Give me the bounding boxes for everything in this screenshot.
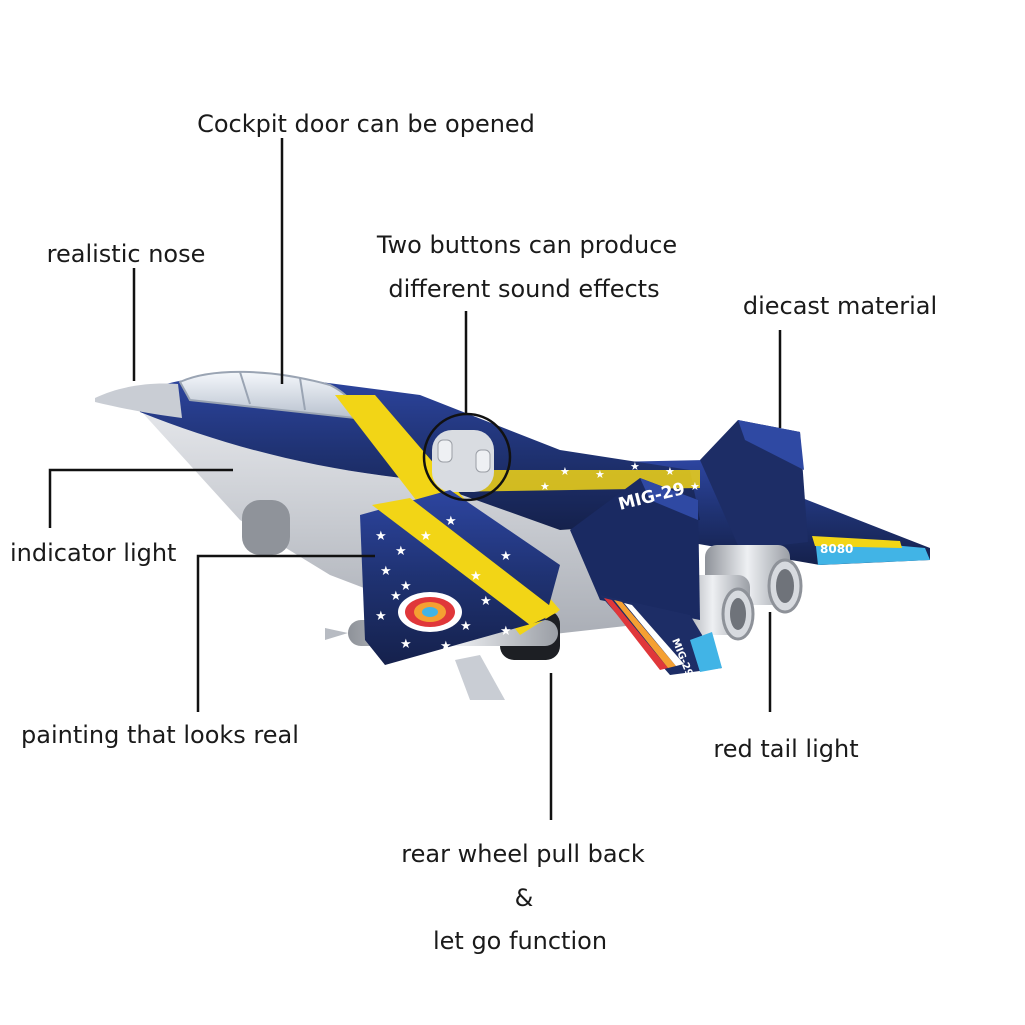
svg-text:★: ★ <box>400 579 412 594</box>
roundel <box>398 592 462 632</box>
engine-nozzles <box>675 545 803 641</box>
left-wing: ★★★ ★★★ ★★★ ★★★ ★★★ <box>360 490 560 665</box>
svg-text:★: ★ <box>440 639 452 654</box>
svg-text:★: ★ <box>630 460 640 473</box>
front-vertical-fin: MIG-29 <box>570 478 700 620</box>
svg-text:★: ★ <box>380 564 392 579</box>
svg-text:★: ★ <box>470 569 482 584</box>
svg-text:★: ★ <box>400 637 412 652</box>
label-indicator: indicator light <box>10 539 177 567</box>
label-pullback-line2: & <box>514 884 534 912</box>
svg-text:★: ★ <box>540 480 550 493</box>
svg-text:★: ★ <box>375 529 387 544</box>
label-painting: painting that looks real <box>21 721 299 749</box>
label-tail-light: red tail light <box>713 735 859 763</box>
svg-text:★: ★ <box>665 465 675 478</box>
svg-text:★: ★ <box>595 468 605 481</box>
rear-vertical-fin <box>700 420 808 550</box>
svg-text:★: ★ <box>460 619 472 634</box>
label-buttons-line1: Two buttons can produce <box>376 231 678 259</box>
svg-text:★: ★ <box>480 594 492 609</box>
stab-marking: 8080 <box>820 542 853 556</box>
svg-text:★: ★ <box>500 549 512 564</box>
svg-text:★: ★ <box>445 514 457 529</box>
svg-text:★: ★ <box>690 480 700 493</box>
label-pullback-line1: rear wheel pull back <box>401 840 645 868</box>
label-material: diecast material <box>742 292 938 320</box>
label-nose: realistic nose <box>46 240 206 268</box>
svg-text:★: ★ <box>420 529 432 544</box>
label-pullback-line3: let go function <box>432 927 608 955</box>
label-cockpit: Cockpit door can be opened <box>197 110 535 138</box>
svg-text:★: ★ <box>500 624 512 639</box>
button-highlight-circle <box>422 412 512 502</box>
svg-text:★: ★ <box>390 589 402 604</box>
sound-buttons <box>432 430 494 492</box>
svg-text:★: ★ <box>395 544 407 559</box>
label-buttons-line2: different sound effects <box>388 275 660 303</box>
nose-cone <box>95 383 182 418</box>
svg-text:★: ★ <box>375 609 387 624</box>
lower-tail-fin: MIG-29 <box>600 595 722 678</box>
svg-text:★: ★ <box>560 465 570 478</box>
